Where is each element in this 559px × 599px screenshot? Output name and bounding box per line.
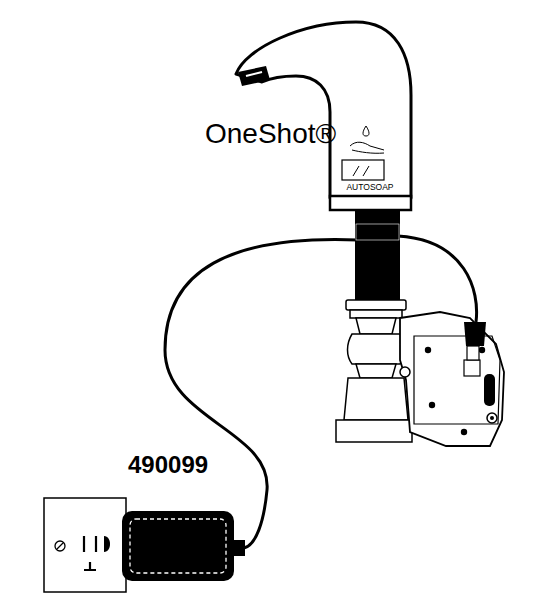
power-adapter bbox=[122, 511, 234, 581]
product-mark: AUTOSOAP bbox=[346, 183, 393, 192]
sensor-marks bbox=[353, 166, 369, 176]
hand-icon bbox=[350, 142, 384, 153]
connector-body bbox=[467, 346, 479, 360]
receptacle-ground bbox=[104, 536, 110, 552]
part-number: 490099 bbox=[128, 452, 208, 478]
adapter-seam bbox=[130, 519, 226, 573]
drop-icon bbox=[363, 126, 369, 136]
receptacle-slots bbox=[84, 536, 96, 570]
mount-screw bbox=[400, 367, 410, 377]
plate-screw bbox=[55, 541, 65, 551]
module-plate bbox=[414, 336, 500, 424]
control-module bbox=[400, 312, 504, 446]
module-holes bbox=[425, 347, 485, 435]
adapter-strain-relief bbox=[233, 540, 245, 556]
shank-band bbox=[356, 224, 399, 240]
spout-base bbox=[330, 196, 411, 210]
module-slot bbox=[484, 374, 495, 406]
nozzle-outlet bbox=[238, 66, 270, 86]
shank bbox=[355, 210, 400, 302]
mount-screw-center bbox=[490, 416, 494, 420]
mount-screw bbox=[487, 413, 497, 423]
nozzle-highlight bbox=[246, 72, 262, 76]
connector-plug bbox=[464, 322, 486, 346]
product-name: OneShot® bbox=[205, 119, 336, 150]
wall-plate bbox=[44, 498, 126, 592]
sensor-window bbox=[342, 160, 384, 180]
plate-screw-slot bbox=[57, 543, 63, 549]
sensor-cable bbox=[398, 236, 477, 322]
module-port bbox=[464, 360, 480, 376]
spout bbox=[236, 22, 411, 198]
power-cable bbox=[165, 240, 358, 548]
